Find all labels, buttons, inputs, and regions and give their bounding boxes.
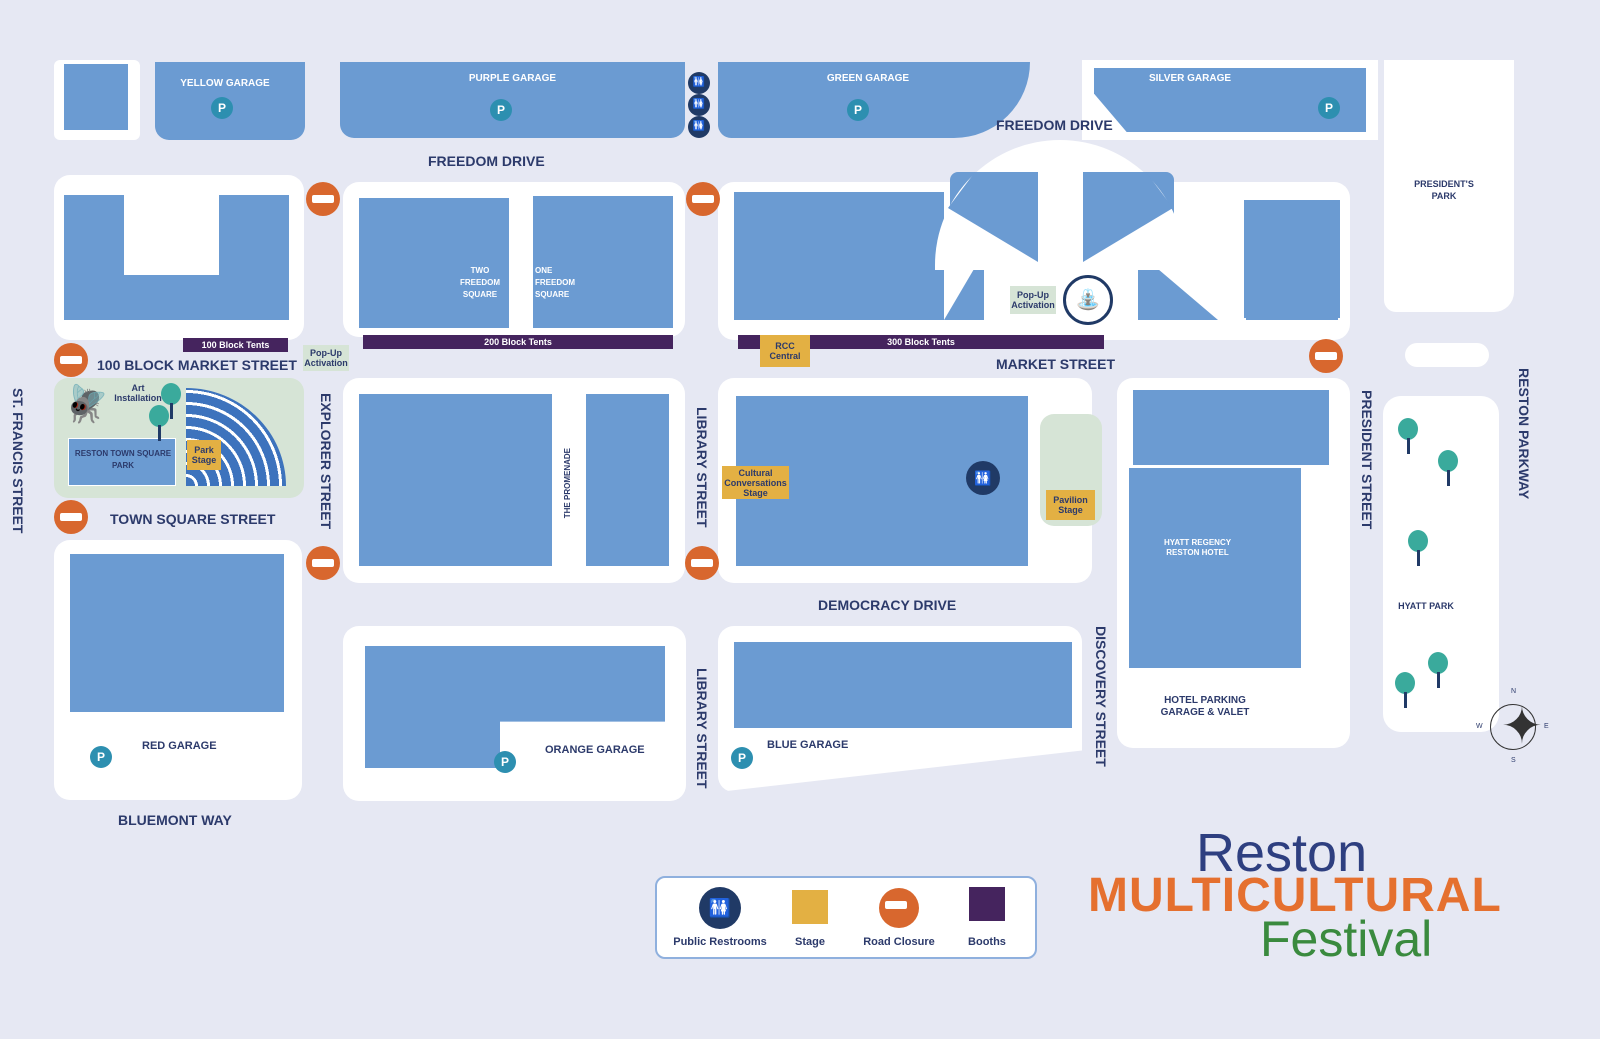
hotel-garage-label: HOTEL PARKING GARAGE & VALET: [1160, 695, 1250, 718]
street-label: FREEDOM DRIVE: [996, 117, 1113, 133]
street-label: ST. FRANCIS STREET: [10, 388, 26, 534]
street-label: LIBRARY STREET: [694, 407, 710, 528]
blue-garage-label: BLUE GARAGE: [767, 739, 849, 751]
booths-300-block[interactable]: 300 Block Tents: [738, 335, 1104, 349]
road-closure-icon: [1309, 339, 1343, 373]
street-label: RESTON PARKWAY: [1516, 368, 1532, 500]
restroom-icon: 🚻: [966, 461, 1000, 495]
road-closure-icon: [879, 888, 919, 928]
legend: 🚻 Public Restrooms Stage Road Closure Bo…: [655, 876, 1037, 959]
street-label: MARKET STREET: [996, 356, 1115, 372]
street-label: PRESIDENT STREET: [1359, 390, 1375, 530]
tree-icon: [1406, 530, 1430, 570]
booths-100-block[interactable]: 100 Block Tents: [183, 338, 288, 352]
dragonfly-art-icon: 🪰: [64, 383, 109, 424]
rcc-central-stage[interactable]: RCC Central: [760, 335, 810, 367]
restroom-icon: 🚻: [699, 887, 741, 929]
cultural-conversations-stage[interactable]: Cultural Conversations Stage: [722, 466, 789, 499]
green-garage[interactable]: [718, 62, 1030, 138]
park-label: RESTON TOWN SQUARE PARK: [74, 449, 172, 470]
street-label: THE PROMENADE: [563, 448, 572, 519]
green-garage-label: GREEN GARAGE: [826, 73, 910, 84]
booths-swatch: [969, 887, 1005, 921]
presidents-park[interactable]: [1384, 60, 1514, 312]
block: [1405, 343, 1489, 367]
tree-icon: [1436, 450, 1460, 490]
stage-swatch: [792, 890, 828, 924]
parking-icon: P: [847, 99, 869, 121]
fountain-icon: ⛲: [1063, 275, 1113, 325]
tree-icon: [1396, 418, 1420, 458]
street-label: DISCOVERY STREET: [1093, 626, 1109, 767]
popup-activation[interactable]: Pop-Up Activation: [303, 345, 349, 371]
yellow-garage-label: YELLOW GARAGE: [180, 78, 270, 89]
park-stage[interactable]: Park Stage: [187, 440, 221, 470]
silver-garage-label: SILVER GARAGE: [1148, 73, 1232, 84]
purple-garage-label: PURPLE GARAGE: [468, 73, 557, 84]
street-label: TOWN SQUARE STREET: [110, 511, 276, 527]
tree-icon: [1393, 672, 1417, 712]
building-label: TWO FREEDOM SQUARE: [460, 266, 500, 299]
restroom-icon: 🚻: [688, 72, 710, 94]
popup-activation[interactable]: Pop-Up Activation: [1010, 286, 1056, 314]
street-label: DEMOCRACY DRIVE: [818, 597, 957, 613]
festival-logo: Reston MULTICULTURAL Festival: [1088, 823, 1502, 967]
block: [1117, 378, 1350, 748]
road-closure-icon: [54, 343, 88, 377]
hotel-label: HYATT REGENCY RESTON HOTEL: [1163, 538, 1232, 557]
restroom-icon: 🚻: [688, 116, 710, 138]
purple-garage[interactable]: [340, 62, 685, 138]
orange-garage-label: ORANGE GARAGE: [545, 744, 645, 756]
booths-200-block[interactable]: 200 Block Tents: [363, 335, 673, 349]
road-closure-icon: [685, 546, 719, 580]
street-label: 100 BLOCK MARKET STREET: [97, 357, 297, 373]
road-closure-icon: [306, 182, 340, 216]
street-label: LIBRARY STREET: [694, 668, 710, 789]
block: [54, 60, 140, 140]
legend-label: Booths: [968, 936, 1006, 948]
parking-icon: P: [90, 746, 112, 768]
park-label: HYATT PARK: [1398, 601, 1454, 611]
block: [718, 626, 1082, 792]
road-closure-icon: [306, 546, 340, 580]
presidents-park-label: PRESIDENT'S PARK: [1414, 179, 1474, 201]
parking-icon: P: [1318, 97, 1340, 119]
parking-icon: P: [490, 99, 512, 121]
parking-icon: P: [211, 97, 233, 119]
block: [343, 182, 685, 337]
restroom-icon: 🚻: [688, 94, 710, 116]
pavilion-stage[interactable]: Pavilion Stage: [1046, 490, 1095, 520]
building-label: ONE FREEDOM SQUARE: [535, 266, 575, 299]
tree-icon: [1426, 652, 1450, 692]
art-installation-label: Art Installation: [114, 383, 162, 403]
street-label: BLUEMONT WAY: [118, 812, 232, 828]
legend-label: Road Closure: [863, 936, 935, 948]
tree-icon: [147, 405, 171, 445]
road-closure-icon: [686, 182, 720, 216]
street-label: FREEDOM DRIVE: [428, 153, 545, 169]
tree-icon: [159, 383, 183, 423]
red-garage-label: RED GARAGE: [142, 740, 217, 752]
parking-icon: P: [731, 747, 753, 769]
compass-rose: ✦ N S E W: [1476, 688, 1549, 764]
street-label: EXPLORER STREET: [318, 393, 334, 530]
legend-label: Public Restrooms: [673, 936, 767, 948]
road-closure-icon: [54, 500, 88, 534]
parking-icon: P: [494, 751, 516, 773]
legend-label: Stage: [795, 936, 825, 948]
block: [343, 626, 686, 801]
block: [343, 378, 685, 583]
block: [54, 175, 304, 340]
